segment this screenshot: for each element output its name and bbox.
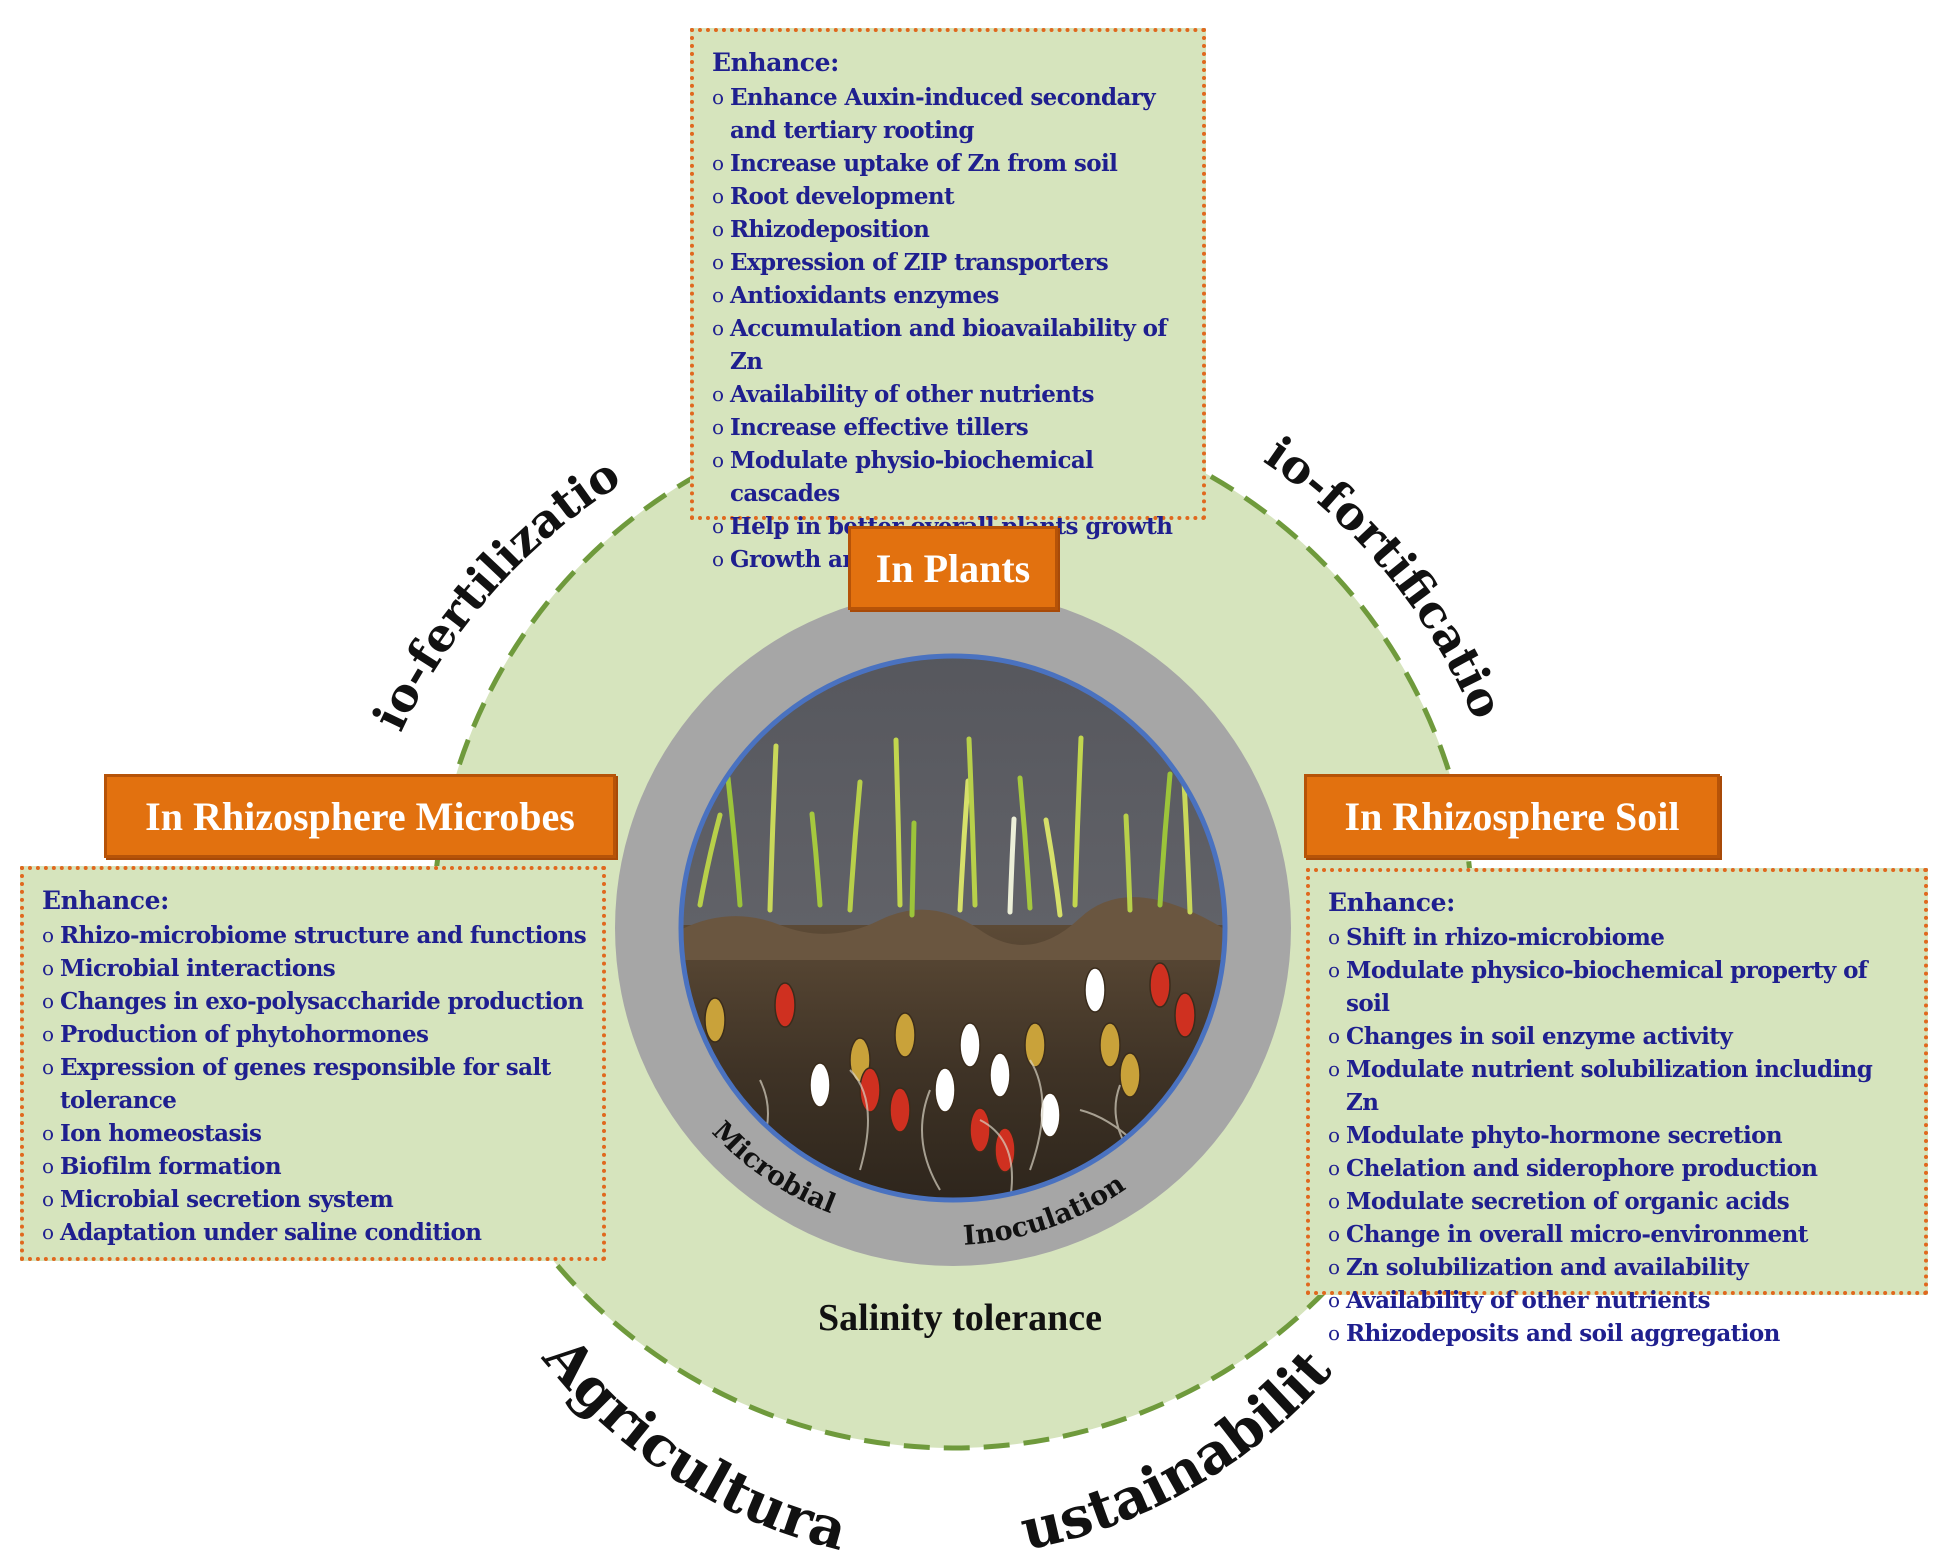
seed [934, 1067, 956, 1113]
soil-enhance-box: Enhance: Shift in rhizo-microbiomeModula… [1306, 868, 1928, 1350]
microbes-item: Expression of genes responsible for salt… [42, 1051, 588, 1117]
seed [1039, 1092, 1061, 1138]
soil-item: Chelation and siderophore production [1328, 1152, 1910, 1185]
seed [989, 1052, 1011, 1098]
soil-item: Changes in soil enzyme activity [1328, 1020, 1910, 1053]
soil-item: Zn solubilization and availability [1328, 1251, 1910, 1284]
microbes-item: Microbial interactions [42, 952, 588, 985]
plants-item: Enhance Auxin-induced secondary and tert… [712, 81, 1188, 147]
microbes-heading: Enhance: [42, 886, 169, 915]
seedling-sprout [1007, 816, 1017, 915]
microbes-item: Microbial secretion system [42, 1183, 588, 1216]
microbes-item: Production of phytohormones [42, 1018, 588, 1051]
seedling-sprout [1017, 775, 1033, 911]
microbe-inoculant [1149, 962, 1171, 1008]
microbes-list: Rhizo-microbiome structure and functions… [42, 919, 588, 1249]
seedling-sprout [909, 820, 917, 918]
seedling-sprout [767, 743, 779, 913]
plants-item: Availability of other nutrients [712, 378, 1188, 411]
plants-label: In Plants [848, 526, 1058, 610]
seedling-sprout [966, 736, 978, 908]
seed [704, 997, 726, 1043]
microbe-inoculant [1174, 992, 1196, 1038]
microbes-item: Rhizo-microbiome structure and functions [42, 919, 588, 952]
seed [809, 1062, 831, 1108]
plants-item: Modulate physio-biochemical cascades [712, 444, 1188, 510]
plants-item: Accumulation and bioavailability of Zn [712, 312, 1188, 378]
plants-item: Expression of ZIP transporters [712, 246, 1188, 279]
microbe-inoculant [774, 982, 796, 1028]
microbes-item: Ion homeostasis [42, 1117, 588, 1150]
seed [959, 1022, 981, 1068]
soil-item: Modulate nutrient solubilization includi… [1328, 1053, 1910, 1119]
soil-item: Modulate physico-biochemical property of… [1328, 954, 1910, 1020]
plants-item: Increase effective tillers [712, 411, 1188, 444]
seedling-sprout [1123, 813, 1133, 913]
microbe-inoculant [969, 1107, 991, 1153]
microbe-inoculant [889, 1087, 911, 1133]
seed [1099, 1022, 1121, 1068]
salinity-tolerance-label: Salinity tolerance [818, 1297, 1102, 1339]
microbes-enhance-box: Enhance: Rhizo-microbiome structure and … [20, 866, 606, 1261]
soil-item: Shift in rhizo-microbiome [1328, 921, 1910, 954]
plants-list: Enhance Auxin-induced secondary and tert… [712, 81, 1188, 576]
seed [1084, 967, 1106, 1013]
seed [894, 1012, 916, 1058]
plants-item: Root development [712, 180, 1188, 213]
seedling-sprout [1072, 735, 1084, 908]
soil-item: Modulate secretion of organic acids [1328, 1185, 1910, 1218]
soil-heading: Enhance: [1328, 888, 1455, 917]
soil-item: Change in overall micro-environment [1328, 1218, 1910, 1251]
plants-item: Increase uptake of Zn from soil [712, 147, 1188, 180]
seedling-sprout [1157, 771, 1173, 908]
center-photo-frame [678, 653, 1228, 1203]
soil-item: Availability of other nutrients [1328, 1284, 1910, 1317]
seed [1024, 1022, 1046, 1068]
microbes-label: In Rhizosphere Microbes [104, 774, 616, 858]
seedling-sprout [893, 737, 903, 908]
plants-item: Antioxidants enzymes [712, 279, 1188, 312]
microbes-item: Biofilm formation [42, 1150, 588, 1183]
plants-heading: Enhance: [712, 48, 839, 77]
microbe-inoculant [859, 1067, 881, 1113]
plants-item: Rhizodeposition [712, 213, 1188, 246]
microbes-item: Adaptation under saline condition [42, 1216, 588, 1249]
soil-label: In Rhizosphere Soil [1304, 774, 1720, 858]
plants-enhance-box: Enhance: Enhance Auxin-induced secondary… [690, 28, 1206, 576]
seedling-sprout [1043, 817, 1063, 918]
soil-item: Modulate phyto-hormone secretion [1328, 1119, 1910, 1152]
soil-list: Shift in rhizo-microbiomeModulate physic… [1328, 921, 1910, 1350]
seedling-sprout [957, 778, 971, 913]
microbes-item: Changes in exo-polysaccharide production [42, 985, 588, 1018]
seedling-sprout [725, 775, 743, 908]
seedling-sprout [847, 779, 863, 913]
seedling-sprout [697, 812, 723, 908]
seed [1119, 1052, 1141, 1098]
soil-item: Rhizodeposits and soil aggregation [1328, 1317, 1910, 1350]
seedling-sprout [809, 811, 823, 908]
